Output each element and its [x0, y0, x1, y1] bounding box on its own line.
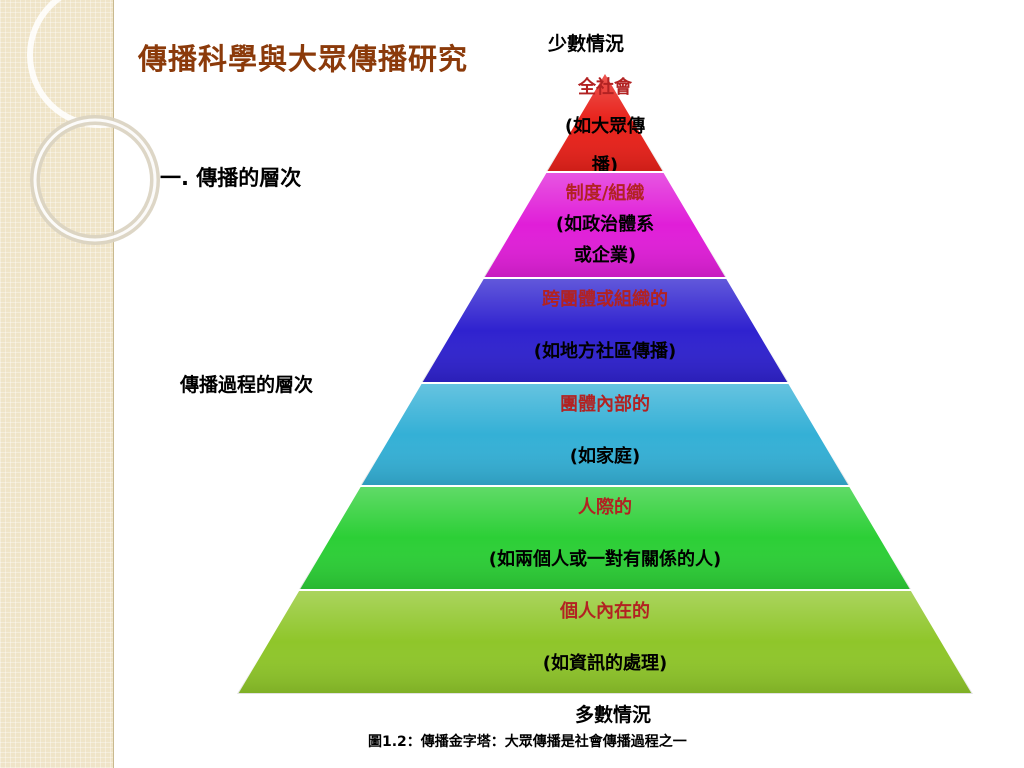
pyramid-level-title-5: 人際的	[578, 496, 632, 518]
pyramid-level-shine-2	[483, 172, 727, 278]
pyramid-level-shine-3	[421, 278, 789, 383]
pyramid-level-example-1-1: (如大眾傳	[565, 115, 645, 137]
pyramid-level-example-3-1: (如地方社區傳播)	[534, 340, 676, 362]
sidebar-divider	[113, 0, 114, 768]
bottom-note: 多數情況	[575, 704, 652, 726]
slide-title: 傳播科學與大眾傳播研究	[138, 42, 469, 76]
decorative-rings	[27, 0, 160, 245]
top-note: 少數情況	[548, 33, 625, 55]
pyramid-level-title-6: 個人內在的	[559, 600, 650, 622]
ring-lower-inner	[33, 118, 157, 242]
pyramid-level-title-2: 制度/組織	[566, 182, 645, 204]
section-heading: 一. 傳播的層次	[160, 166, 302, 190]
pyramid-level-example-4-1: (如家庭)	[570, 445, 640, 467]
pyramid-level-shine-6	[237, 590, 973, 694]
pyramid-level-shine-5	[298, 486, 912, 590]
pyramid-level-example-2-1: (如政治體系	[556, 213, 654, 235]
axis-label: 傳播過程的層次	[180, 374, 314, 396]
pyramid-level-title-1: 全社會	[577, 76, 633, 98]
pyramid-level-example-5-1: (如兩個人或一對有關係的人)	[489, 548, 721, 570]
pyramid-level-example-6-1: (如資訊的處理)	[543, 652, 667, 674]
pyramid-level-example-1-2: 播)	[592, 154, 618, 176]
pyramid-level-shine-4	[360, 383, 850, 486]
pyramid-level-shine-1	[545, 72, 665, 172]
figure-caption: 圖1.2：傳播金字塔：大眾傳播是社會傳播過程之一	[368, 734, 687, 750]
pyramid-level-example-2-2: 或企業)	[574, 244, 636, 266]
pyramid-level-title-3: 跨團體或組織的	[542, 288, 668, 310]
pyramid-level-title-4: 團體內部的	[560, 393, 650, 415]
